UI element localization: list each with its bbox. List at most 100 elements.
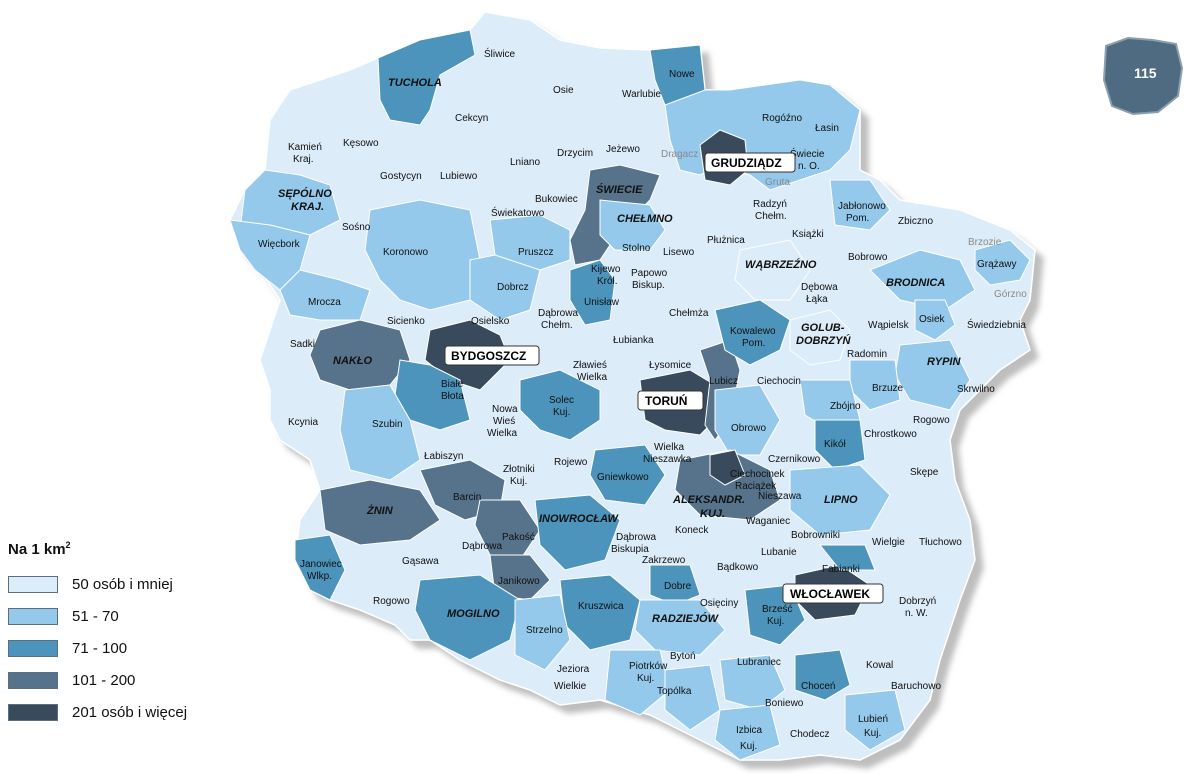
area-szubin [339, 384, 421, 481]
label-byton: Bytoń [670, 651, 696, 662]
label-golub: GOLUB- [801, 322, 845, 334]
gminy-areas [229, 29, 1031, 761]
area-koronowo [364, 199, 481, 311]
label-wielka-nieszawka2: Nieszawka [643, 454, 692, 465]
area-lubien [844, 689, 906, 751]
label-rogowo-n: Rogowo [913, 415, 950, 426]
legend-swatch [8, 703, 58, 721]
area-znin [319, 479, 441, 546]
label-brzozie: Brzozie [968, 237, 1002, 248]
label-mrocza: Mrocza [308, 297, 341, 308]
legend-item: 201 osób i więcej [8, 696, 238, 728]
label-cekcyn: Cekcyn [455, 113, 488, 124]
label-zbiczno: Zbiczno [898, 216, 933, 227]
area-tuchola [377, 29, 476, 126]
label-gasawa: Gąsawa [402, 556, 439, 567]
label-piotrkow: Piotrków [629, 661, 668, 672]
label-dabrowa-b2: Biskupia [611, 544, 649, 555]
label-dabrowa-ch2: Chełm. [541, 320, 573, 331]
label-lubianka: Łubianka [613, 335, 654, 346]
label-gorzno: Górzno [994, 289, 1027, 300]
label-nowe: Nowe [669, 69, 695, 80]
area-wabrzezno [734, 239, 811, 301]
label-kowalewo2: Pom. [742, 338, 765, 349]
label-bukowiec: Bukowiec [535, 194, 578, 205]
legend-swatch [8, 639, 58, 657]
area-izbica [714, 704, 781, 761]
label-kijewo2: Król. [597, 276, 618, 287]
label-skepe: Skępe [910, 467, 939, 478]
legend-item: 50 osób i mniej [8, 568, 238, 600]
label-unislaw: Unisław [584, 297, 620, 308]
label-lubicz: Lubicz [709, 376, 738, 387]
label-nowa-wies2: Wieś [493, 416, 515, 427]
area-golub [789, 309, 851, 366]
label-gostycyn: Gostycyn [380, 171, 422, 182]
label-koneck: Koneck [675, 525, 709, 536]
label-jeziora: Jeziora [557, 664, 590, 675]
area-inowroclaw [534, 494, 621, 571]
label-swiecie-no: Świecie [790, 147, 825, 160]
label-wapielsk: Wąpielsk [868, 320, 910, 331]
label-chodecz: Chodecz [790, 729, 829, 740]
area-kikol [814, 419, 866, 471]
badge-shape [1102, 36, 1184, 116]
label-dragacz: Dragacz [661, 149, 698, 160]
label-ciechocinek: Ciechocinek [730, 469, 785, 480]
label-kamien2: Kraj. [293, 154, 314, 165]
label-izbica: Izbica [736, 725, 763, 736]
label-wielka-nieszawka: Wielka [654, 442, 684, 453]
city-torun-box: TORUŃ [637, 390, 704, 411]
area-chocen [794, 649, 851, 701]
label-swiecie: ŚWIECIE [596, 183, 643, 196]
label-wiecbork: Więcbork [258, 239, 301, 250]
label-mogilno: MOGILNO [447, 608, 500, 620]
label-pakosc: Pakość [502, 532, 535, 543]
label-wabrzezno: WĄBRZEŹNO [745, 258, 817, 271]
label-lipno: LIPNO [824, 494, 858, 506]
legend-label: 201 osób i więcej [72, 703, 188, 721]
legend-title-sup: 2 [65, 540, 71, 550]
label-warlubie: Warlubie [622, 89, 662, 100]
label-topolka: Topólka [657, 686, 692, 697]
label-skrwilno: Skrwilno [957, 384, 995, 395]
legend-title: Na 1 km2 [8, 540, 238, 558]
area-lipno [789, 464, 891, 536]
area-chelmno [599, 199, 666, 251]
city-wloclawek-box: WŁOCŁAWEK [782, 583, 884, 604]
label-pluznica: Płużnica [707, 235, 745, 246]
label-strzelno: Strzelno [526, 625, 563, 636]
label-osielsko: Osielsko [471, 316, 510, 327]
label-sepolno-kraj: KRAJ. [291, 201, 324, 213]
label-wloclawek: WŁOCŁAWEK [790, 587, 870, 601]
label-rogowo-s: Rogowo [373, 596, 410, 607]
label-kikol: Kikół [824, 439, 846, 450]
area-pruszcz [489, 214, 571, 271]
label-janowiec: Janowiec [300, 559, 342, 570]
label-naklo: NAKŁO [333, 355, 373, 367]
label-obrowo: Obrowo [731, 423, 766, 434]
label-biale-blota: Białe [441, 379, 464, 390]
label-lasin: Łasin [815, 123, 839, 134]
label-nowa-wies: Nowa [492, 404, 518, 415]
area-piotrkow [604, 649, 671, 716]
label-fabianki: Fabianki [822, 564, 860, 575]
county-labels: TUCHOLA SĘPÓLNO KRAJ. ŚWIECIE CHEŁMNO WĄ… [278, 77, 961, 625]
city-grudziadz-box: GRUDZIĄDZ [704, 152, 796, 173]
area-gniewkowo [589, 444, 666, 506]
label-waganiec: Waganiec [746, 516, 790, 527]
area-mogilno [414, 574, 521, 661]
label-nieszawa: Nieszawa [758, 491, 802, 502]
label-brzesc: Brześć [762, 604, 793, 615]
label-lubiewo: Lubiewo [440, 171, 478, 182]
label-drzycim: Drzycim [557, 148, 593, 159]
label-jezewo: Jeżewo [606, 144, 640, 155]
label-debowa: Dębowa [801, 282, 838, 293]
label-bydgoszcz: BYDGOSZCZ [451, 349, 526, 363]
label-kowalewo: Kowalewo [730, 326, 776, 337]
label-dobrzyn-nw2: n. W. [905, 608, 928, 619]
label-stolno: Stolno [622, 243, 651, 254]
label-osiek: Osiek [919, 314, 946, 325]
label-tluchowo: Tłuchowo [919, 537, 962, 548]
label-aleksandrow: ALEKSANDR. [672, 494, 745, 506]
